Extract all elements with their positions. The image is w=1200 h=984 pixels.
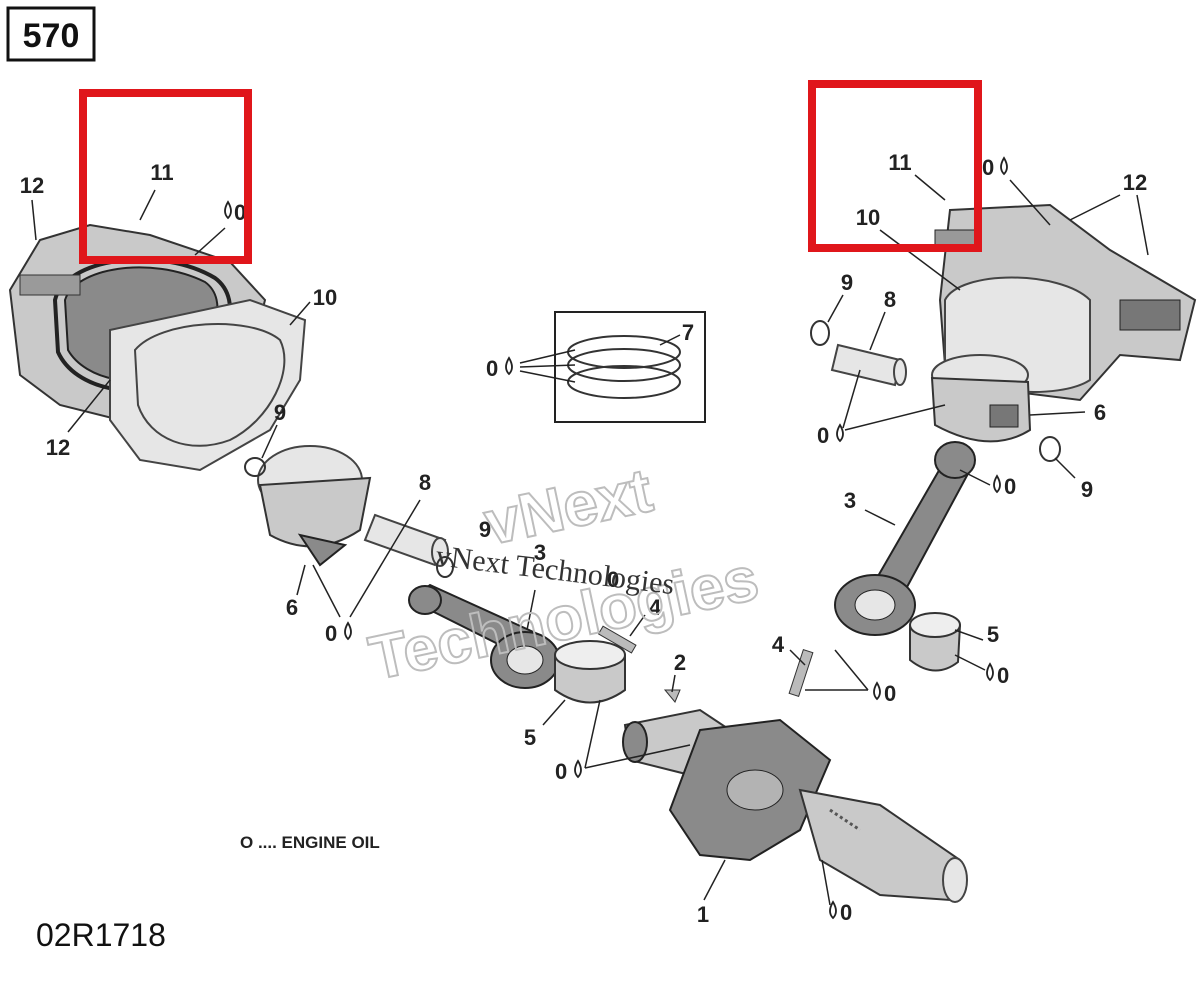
svg-text:0: 0	[884, 681, 896, 706]
oil-symbol-left-piston: 0	[325, 621, 352, 646]
piston-rings-box	[554, 311, 706, 423]
oil-symbol-right-bolt: 0	[873, 681, 896, 706]
left-piston-pin	[363, 513, 449, 567]
svg-text:0: 0	[234, 200, 246, 225]
callout-3-right: 3	[844, 488, 856, 513]
callout-5: 5	[524, 725, 536, 750]
callout-4-right: 4	[772, 632, 785, 657]
oil-symbol-right-rod: 0	[993, 474, 1016, 499]
callout-12-bottom: 12	[46, 435, 70, 460]
callout-10-right: 10	[856, 205, 880, 230]
watermark-large-line1: vNext	[479, 456, 659, 559]
callout-6: 6	[286, 595, 298, 620]
callout-9-right-lower: 9	[1081, 477, 1093, 502]
right-circlip-b	[1039, 436, 1061, 462]
oil-drop-icon	[986, 662, 994, 682]
diagram-code: 02R1718	[36, 917, 166, 953]
left-circlip	[244, 457, 266, 477]
callout-8: 8	[419, 470, 431, 495]
oil-symbol-cyl-left: 0	[224, 200, 246, 225]
leader-lines	[31, 174, 1149, 906]
callout-12-top: 12	[20, 173, 44, 198]
page-number-badge: 570	[6, 6, 96, 62]
svg-text:0: 0	[982, 155, 994, 180]
oil-drop-icon	[1000, 156, 1008, 176]
svg-text:0: 0	[555, 759, 567, 784]
oil-symbol-right-piston: 0	[817, 423, 844, 448]
oil-drop-icon	[873, 681, 881, 701]
oil-symbol-rings: 0	[486, 356, 513, 381]
oil-drop-icon	[829, 900, 837, 920]
highlight-box-right	[808, 80, 982, 252]
left-cylinder	[8, 223, 307, 472]
callout-3: 3	[534, 540, 546, 565]
callout-7: 7	[682, 320, 694, 345]
oil-symbol-crank: 0	[829, 900, 852, 925]
left-bearing	[554, 640, 626, 704]
callouts-right: 11 10 12 9 8 6 9 3 5 4	[772, 150, 1147, 657]
right-connecting-rod	[834, 441, 976, 636]
callout-1: 1	[697, 902, 709, 927]
callout-9-middle: 9	[479, 517, 491, 542]
callout-8-right: 8	[884, 287, 896, 312]
left-piston	[257, 445, 372, 567]
oil-symbol-right-bearing: 0	[986, 662, 1009, 688]
callout-6-right: 6	[1094, 400, 1106, 425]
oil-drop-icon	[993, 474, 1001, 494]
callout-11-right: 11	[888, 150, 911, 175]
page-number: 570	[23, 17, 80, 55]
right-circlip	[810, 320, 830, 346]
right-piston	[930, 354, 1032, 443]
svg-text:0: 0	[607, 567, 619, 592]
oil-drop-icon	[344, 621, 352, 641]
callout-9: 9	[274, 400, 286, 425]
highlight-box-left	[79, 89, 252, 264]
callout-11: 11	[150, 160, 173, 185]
callout-2: 2	[674, 650, 686, 675]
svg-text:0: 0	[817, 423, 829, 448]
oil-symbol-left-rod: 0	[607, 567, 619, 592]
oil-symbol-cyl-right: 0	[982, 155, 1008, 180]
callouts-left: 12 11 10 12 9 6 8 9 3 4 5 7 2 1	[20, 160, 709, 927]
svg-text:0: 0	[840, 900, 852, 925]
callout-10: 10	[313, 285, 337, 310]
oil-drop-icon	[505, 356, 513, 376]
callout-5-right: 5	[987, 622, 999, 647]
crankshaft	[622, 708, 968, 903]
oil-drop-icon	[574, 759, 582, 779]
callout-9-right: 9	[841, 270, 853, 295]
left-bolt	[597, 625, 637, 654]
oil-drop-icon	[836, 423, 844, 443]
oil-symbol-left-bearing: 0	[555, 759, 582, 784]
legend-engine-oil: O .... ENGINE OIL	[240, 833, 380, 852]
callout-12-right: 12	[1123, 170, 1147, 195]
oil-drop-icon	[224, 200, 232, 220]
svg-text:0: 0	[1004, 474, 1016, 499]
right-bearing	[909, 612, 962, 672]
oil-symbols: 0 0 0 0 0 0 0 0 0	[224, 155, 1016, 925]
left-connecting-rod	[408, 583, 560, 689]
svg-text:0: 0	[325, 621, 337, 646]
svg-text:0: 0	[997, 663, 1009, 688]
left-circlip-b	[436, 556, 454, 578]
svg-text:0: 0	[486, 356, 498, 381]
right-bolt	[788, 648, 814, 698]
callout-4: 4	[649, 595, 662, 620]
right-piston-pin	[830, 343, 907, 387]
